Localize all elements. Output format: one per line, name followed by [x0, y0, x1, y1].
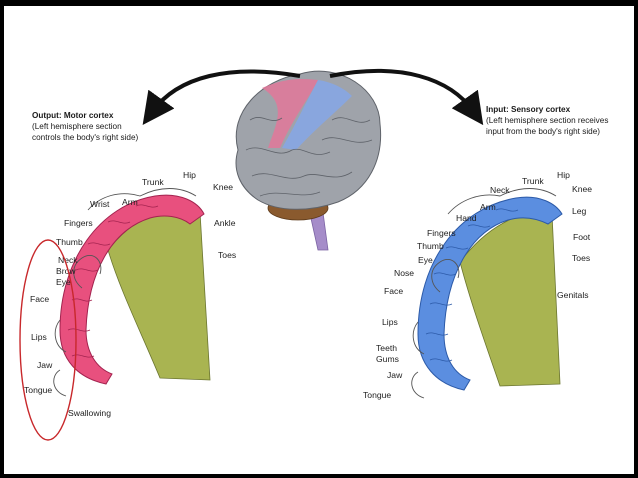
motor-label-thumb: Thumb [56, 237, 83, 247]
motor-label-neck: Neck [58, 255, 78, 265]
motor-label-swallowing: Swallowing [68, 408, 111, 418]
sensory-desc-line1: (Left hemisphere section receives [486, 116, 608, 125]
sensory-label-lips: Lips [382, 317, 398, 327]
sensory-title: Input: Sensory cortex [486, 105, 571, 114]
motor-label-lips: Lips [31, 332, 47, 342]
sensory-desc-line2: input from the body's right side) [486, 127, 600, 136]
sensory-label-toes: Toes [572, 253, 590, 263]
sensory-label-teeth: Teeth [376, 343, 397, 353]
motor-label-jaw: Jaw [37, 360, 53, 370]
motor-desc-line2: controls the body's right side) [32, 133, 139, 142]
motor-label-toes: Toes [218, 250, 236, 260]
motor-label-face: Face [30, 294, 49, 304]
motor-label-hip: Hip [183, 170, 196, 180]
motor-label-ankle: Ankle [214, 218, 236, 228]
motor-label-fingers: Fingers [64, 218, 93, 228]
highlight-oval [19, 239, 77, 441]
sensory-label-face: Face [384, 286, 403, 296]
sensory-label-tongue: Tongue [363, 390, 391, 400]
sensory-label-nose: Nose [394, 268, 414, 278]
sensory-label-genitals: Genitals [557, 290, 589, 300]
motor-label-tongue: Tongue [24, 385, 52, 395]
motor-label-knee: Knee [213, 182, 233, 192]
sensory-cortex-section [411, 188, 563, 399]
motor-cortex-section [53, 188, 211, 397]
arrow-to-sensory [329, 68, 484, 126]
sensory-label-hand: Hand [456, 213, 477, 223]
sensory-label-neck: Neck [490, 185, 510, 195]
brain-illustration [235, 70, 382, 251]
motor-label-trunk: Trunk [142, 177, 164, 187]
sensory-label-gums: Gums [376, 354, 399, 364]
motor-title: Output: Motor cortex [32, 111, 114, 120]
motor-label-wrist: Wrist [90, 199, 110, 209]
motor-label-eye: Eye [56, 277, 71, 287]
sensory-label-leg: Leg [572, 206, 587, 216]
arrow-to-motor [142, 69, 301, 125]
sensory-label-arm: Arm [480, 202, 496, 212]
sensory-label-trunk: Trunk [522, 176, 544, 186]
sensory-label-hip: Hip [557, 170, 570, 180]
motor-desc-line1: (Left hemisphere section [32, 122, 122, 131]
sensory-label-eye: Eye [418, 255, 433, 265]
sensory-label-knee: Knee [572, 184, 592, 194]
sensory-label-thumb: Thumb [417, 241, 444, 251]
sensory-label-fingers: Fingers [427, 228, 456, 238]
motor-label-arm: Arm [122, 197, 138, 207]
sensory-label-foot: Foot [573, 232, 591, 242]
motor-label-brow: Brow [56, 266, 76, 276]
sensory-label-jaw: Jaw [387, 370, 403, 380]
